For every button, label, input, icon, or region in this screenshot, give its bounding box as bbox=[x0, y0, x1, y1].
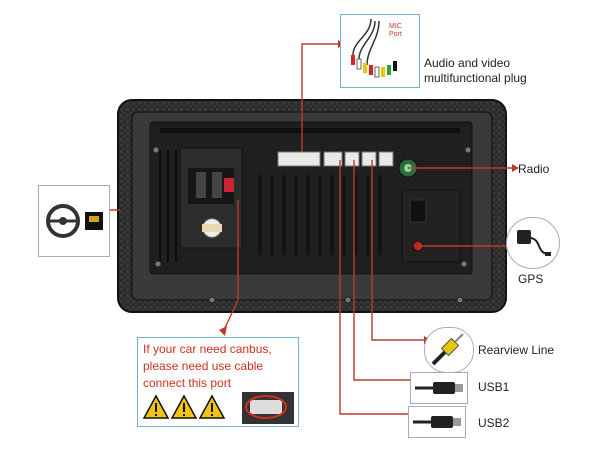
av-plug-box: MIC Port bbox=[340, 14, 420, 88]
warning-icon bbox=[142, 394, 170, 419]
rca-cable-icon bbox=[351, 18, 397, 78]
rca-plug-icon bbox=[431, 333, 464, 366]
warning-icon bbox=[198, 394, 226, 419]
usb-cable-icon bbox=[413, 416, 461, 428]
rearview-plug-box bbox=[424, 327, 474, 373]
usb2-label: USB2 bbox=[478, 416, 510, 430]
audio-video-label: Audio and video multifunctional plug bbox=[424, 56, 527, 86]
canbus-note-line-2: please need use cable bbox=[143, 359, 264, 373]
audio-video-label-line-1: Audio and video bbox=[424, 56, 511, 70]
gps-antenna-box bbox=[506, 217, 560, 269]
mic-label-line-2: Port bbox=[389, 31, 402, 38]
gps-label: GPS bbox=[518, 272, 544, 286]
steering-wheel-icon bbox=[46, 204, 103, 238]
canbus-port-photo bbox=[242, 392, 294, 424]
chassis-back bbox=[149, 121, 473, 304]
rearview-label: Rearview Line bbox=[478, 343, 555, 357]
mic-port-label: MIC Port bbox=[389, 23, 402, 39]
steering-wheel-control-box bbox=[38, 185, 110, 257]
usb1-label: USB1 bbox=[478, 380, 510, 394]
warning-icon bbox=[170, 394, 198, 419]
gps-antenna-icon bbox=[517, 230, 551, 256]
audio-video-label-line-2: multifunctional plug bbox=[424, 71, 527, 85]
canbus-note-line-3: connect this port bbox=[143, 376, 232, 390]
usb1-cable-box bbox=[410, 372, 468, 404]
usb2-cable-box bbox=[408, 406, 466, 438]
canbus-note-line-1: If your car need canbus, bbox=[143, 342, 272, 356]
warning-icons bbox=[142, 392, 294, 424]
radio-label: Radio bbox=[518, 162, 550, 176]
usb-cable-icon bbox=[415, 382, 463, 394]
mic-label-line-1: MIC bbox=[389, 23, 402, 30]
canbus-note-box: If your car need canbus, please need use… bbox=[137, 337, 299, 427]
